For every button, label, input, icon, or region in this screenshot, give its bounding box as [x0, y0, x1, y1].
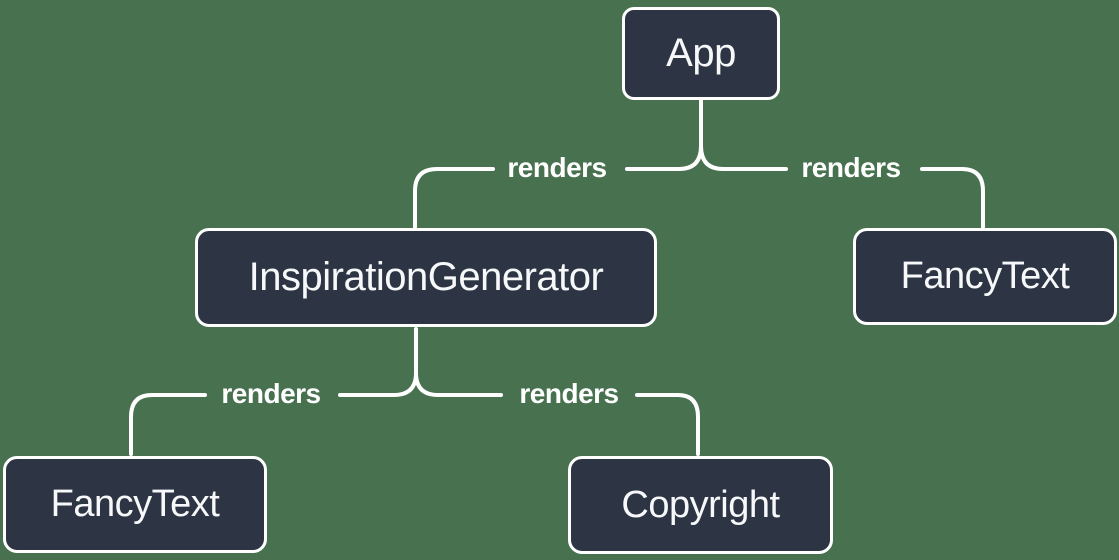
node-inspiration-generator: InspirationGenerator	[195, 228, 657, 327]
node-fancy-text-bottom-label: FancyText	[50, 483, 220, 525]
edge-label-inspiration-renders-copyright: renders	[519, 378, 619, 409]
node-copyright-label: Copyright	[621, 483, 780, 526]
edge-inspiration-to-fancytext-drop	[129, 393, 207, 456]
edge-app-to-fancytext-curve	[699, 144, 788, 171]
node-fancy-text-top: FancyText	[853, 228, 1117, 325]
edge-app-to-inspiration-curve	[625, 144, 703, 171]
node-fancy-text-top-label: FancyText	[900, 255, 1070, 297]
edge-label-app-renders-inspiration: renders	[507, 152, 607, 183]
node-app: App	[622, 7, 780, 100]
edge-inspiration-to-copyright-drop	[635, 393, 700, 456]
edge-inspiration-to-copyright-curve	[414, 371, 503, 397]
node-app-label: App	[666, 31, 736, 75]
edge-label-inspiration-renders-fancytext: renders	[221, 378, 321, 409]
node-fancy-text-bottom: FancyText	[3, 456, 267, 553]
edge-label-app-renders-fancytext: renders	[801, 152, 901, 183]
edge-inspiration-to-fancytext-curve	[338, 371, 418, 397]
node-copyright: Copyright	[568, 456, 833, 554]
node-inspiration-generator-label: InspirationGenerator	[248, 255, 604, 299]
edge-app-to-inspiration-drop	[413, 167, 495, 229]
edge-app-to-fancytext-drop	[920, 167, 985, 229]
